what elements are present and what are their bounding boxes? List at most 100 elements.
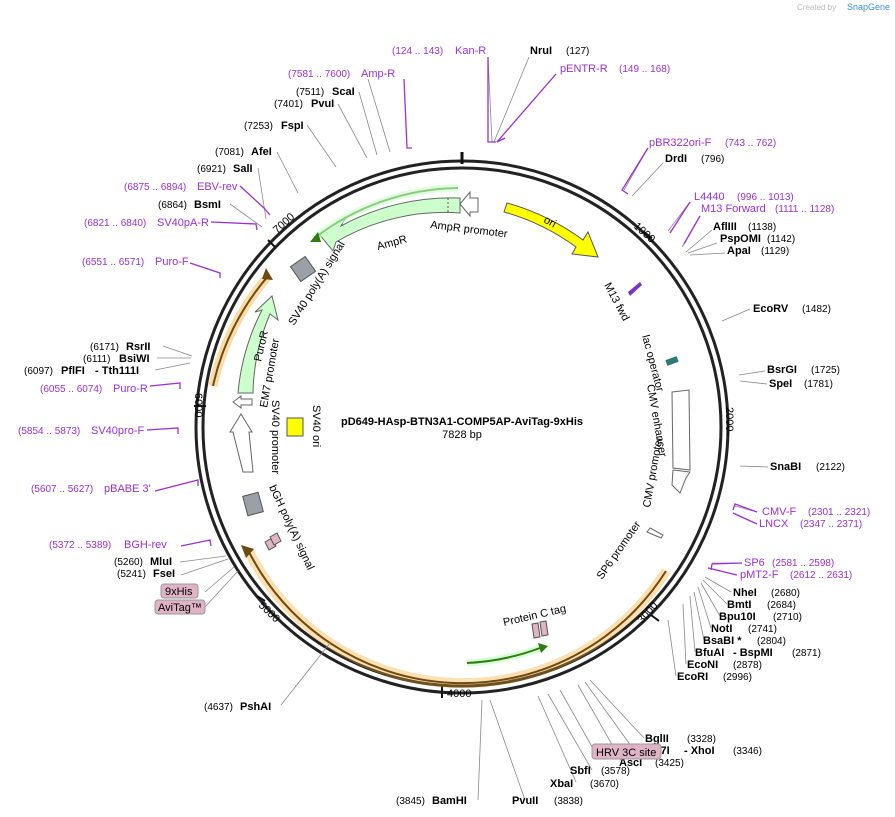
- enzyme-labels: NruI (127) DrdI (796) AflIII (1138) PspO…: [24, 45, 845, 807]
- primer-markers: [146, 57, 758, 576]
- ampr-promoter-arrow: [459, 190, 479, 218]
- tag-boxes: 9xHis AviTag™ HRV 3C site: [154, 583, 662, 760]
- enzyme-bfuai-pair: - BspMI: [733, 647, 773, 659]
- primer-m13: M13 Forward: [701, 203, 766, 215]
- enzyme-sbfi-pos: (3578): [601, 766, 630, 777]
- enzyme-bfuai: BfuAI: [695, 647, 724, 659]
- primer-puror-range: (6055 .. 6074): [40, 384, 102, 395]
- tag-marker-2: [269, 532, 282, 546]
- enzyme-fsei: FseI: [153, 568, 175, 580]
- credit-created-by: Created by: [797, 3, 836, 12]
- insert-arc-right-core: [247, 549, 667, 685]
- enzyme-bsrgi: BsrGI: [767, 364, 797, 376]
- insert-green-orf-core: [466, 647, 541, 664]
- enzyme-apai-pos: (1129): [761, 246, 789, 257]
- enzyme-sali-pos: (6921): [197, 164, 226, 175]
- ampr-feature: [318, 197, 461, 253]
- credit-brand: SnapGene: [847, 2, 890, 12]
- tick-mark-5000: [256, 595, 266, 602]
- primer-pbr322: pBR322ori-F: [649, 137, 712, 149]
- cmv-enhancer-feature: [671, 389, 691, 471]
- enzyme-rsrii: RsrII: [126, 341, 150, 353]
- enzyme-ecorv-pos: (1482): [802, 304, 831, 315]
- enzyme-econi: EcoNI: [687, 659, 718, 671]
- tick-mark-7000: [267, 239, 276, 248]
- lac-operator-box: [665, 356, 679, 366]
- enzyme-bglii-pos: (3328): [687, 734, 716, 745]
- primer-sv40pa-range: (6821 .. 6840): [84, 218, 146, 229]
- enzyme-pshai: PshAI: [240, 701, 271, 713]
- primer-pbabe-range: (5607 .. 5627): [31, 484, 93, 495]
- enzyme-bsiwi-pos: (6111): [83, 354, 110, 365]
- enzyme-bsabi: BsaBI *: [703, 635, 742, 647]
- enzyme-msei: MluI: [150, 556, 172, 568]
- sv40-polya-box: [289, 255, 317, 283]
- ampr-promoter-label: AmpR promoter: [430, 219, 509, 240]
- enzyme-bsrgi-pos: (1725): [811, 365, 840, 376]
- primer-kanr-range: (124 .. 143): [392, 46, 443, 57]
- enzyme-pvuii: PvuII: [512, 795, 538, 807]
- primer-pentr: pENTR-R: [560, 63, 608, 75]
- enzyme-ecorv: EcoRV: [753, 303, 789, 315]
- primer-m13-range: (1111 .. 1128): [775, 204, 834, 215]
- enzyme-bsmi-pos: (6864): [158, 200, 187, 211]
- enzyme-spei: SpeI: [769, 378, 792, 390]
- enzyme-nhei-pos: (2680): [771, 588, 800, 599]
- enzyme-xbai-pos: (3670): [590, 779, 619, 790]
- sv40-promoter-arrow: [229, 413, 254, 473]
- primer-kanr: Kan-R: [455, 45, 486, 57]
- enzyme-pshai-pos: (4637): [204, 702, 233, 713]
- enzyme-snabi-pos: (2122): [816, 462, 845, 473]
- tick-4000: 4000: [447, 688, 471, 700]
- enzyme-paer7i-pair: - XhoI: [684, 745, 715, 757]
- enzyme-rsrii-pos: (6171): [90, 342, 119, 353]
- enzyme-bglii: BglII: [645, 733, 669, 745]
- sp6-promoter-label: SP6 promoter: [595, 519, 644, 582]
- cmv-promoter-label: CMV promoter: [641, 436, 665, 509]
- enzyme-bsiwi: BsiWI: [119, 353, 150, 365]
- primer-bghrev-range: (5372 .. 5389): [49, 540, 111, 551]
- enzyme-noti-pos: (2741): [748, 624, 777, 635]
- puro-orange-core: [212, 274, 270, 387]
- enzyme-asci: AscI: [619, 757, 642, 769]
- puror-feature: [237, 295, 279, 394]
- enzyme-scai-pos: (7511): [296, 87, 324, 98]
- enzyme-afei: AfeI: [251, 146, 272, 158]
- enzyme-sbfi: SbfI: [570, 765, 591, 777]
- m13fwd-marker: [628, 282, 642, 296]
- tag-hrv: HRV 3C site: [596, 747, 656, 759]
- enzyme-spei-pos: (1781): [804, 379, 833, 390]
- enzyme-snabi: SnaBI: [770, 461, 801, 473]
- enzyme-nhei: NheI: [733, 587, 757, 599]
- tick-mark-3000: [650, 614, 660, 622]
- enzyme-pvui: PvuI: [311, 98, 334, 110]
- sv40-ori-box: [286, 417, 304, 437]
- primer-sv40prof: SV40pro-F: [91, 425, 144, 437]
- primer-cmvf-range: (2301 .. 2321): [808, 507, 870, 518]
- cmv-promoter-feature: [671, 469, 691, 494]
- enzyme-bmti: BmtI: [727, 599, 751, 611]
- enzyme-pspomi: PspOMI: [720, 233, 761, 245]
- protein-c-marker-2: [539, 620, 549, 637]
- enzyme-pflfi: PflFI: [61, 365, 85, 377]
- enzyme-xhoi-pos: (3346): [733, 746, 762, 757]
- tag-9xhis-box: [160, 583, 199, 599]
- sv40-promoter-label: SV40 promoter: [269, 400, 281, 474]
- enzyme-bpu10i-pos: (2710): [773, 612, 802, 623]
- tick-2000: 2000: [723, 407, 735, 431]
- enzyme-bpu10i: Bpu10I: [719, 611, 756, 623]
- plasmid-name: pD649-HAsp-BTN3A1-COMP5AP-AviTag-9xHis: [341, 416, 583, 428]
- primer-pmt2f: pMT2-F: [740, 569, 779, 581]
- primer-pbr322-range: (743 .. 762): [725, 138, 776, 149]
- tag-avitag-box: [154, 599, 206, 615]
- ori-label: ori: [542, 214, 558, 230]
- enzyme-afliii-pos: (1138): [748, 222, 776, 233]
- primer-pentr-range: (149 .. 168): [619, 64, 670, 75]
- primer-ampr-range: (7581 .. 7600): [288, 69, 350, 80]
- primer-purof: Puro-F: [155, 256, 189, 268]
- primer-l4440-range: (996 .. 1013): [737, 192, 794, 203]
- enzyme-bsabi-pos: (2804): [757, 636, 786, 647]
- insert-green-arrow: [538, 643, 548, 653]
- puro-orange-arrow: [262, 268, 273, 280]
- primer-ampr: Amp-R: [361, 68, 395, 80]
